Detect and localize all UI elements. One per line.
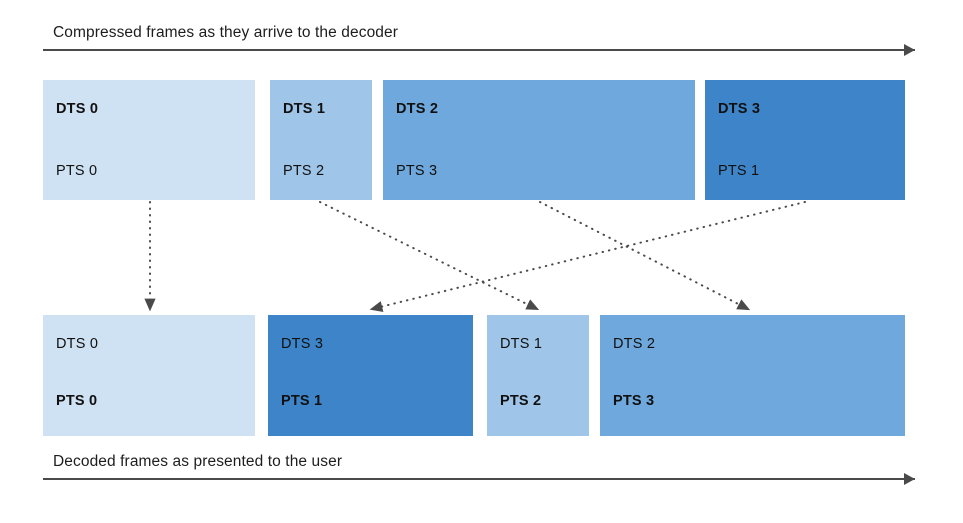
- bottom-caption: Decoded frames as presented to the user: [53, 453, 343, 470]
- bottom-axis-arrow: [43, 473, 915, 485]
- bottom-axis-arrowhead-icon: [904, 473, 915, 485]
- frame-pts-label: PTS 0: [56, 393, 98, 409]
- frame-box: DTS 1 PTS 2: [270, 80, 372, 200]
- frame-dts-label: DTS 2: [613, 336, 656, 352]
- frame-dts-label: DTS 3: [718, 101, 761, 117]
- bottom-axis-line: [43, 478, 915, 480]
- frame-dts-label: DTS 2: [396, 101, 439, 117]
- frame-dts-label: DTS 1: [500, 336, 543, 352]
- frame-pts-label: PTS 2: [500, 393, 542, 409]
- top-axis-arrowhead-icon: [904, 44, 915, 56]
- frame-box: DTS 2 PTS 3: [383, 80, 695, 200]
- top-axis-arrow: [43, 44, 915, 56]
- frame-pts-label: PTS 1: [718, 163, 760, 179]
- frame-pts-label: PTS 3: [396, 163, 438, 179]
- frame-pts-label: PTS 3: [613, 393, 655, 409]
- frame-box: DTS 0 PTS 0: [43, 315, 255, 436]
- connector-arrow: [369, 201, 806, 312]
- frame-box: DTS 1 PTS 2: [487, 315, 589, 436]
- connector-arrow: [319, 201, 540, 311]
- frame-dts-label: DTS 0: [56, 101, 99, 117]
- frame-dts-label: DTS 0: [56, 336, 99, 352]
- frame-box: DTS 3 PTS 1: [268, 315, 473, 436]
- frame-box: DTS 0 PTS 0: [43, 80, 255, 200]
- frame-dts-label: DTS 3: [281, 336, 324, 352]
- frame-pts-label: PTS 2: [283, 163, 325, 179]
- top-axis-line: [43, 49, 915, 51]
- top-caption: Compressed frames as they arrive to the …: [53, 24, 398, 41]
- frame-pts-label: PTS 1: [281, 393, 323, 409]
- frame-dts-label: DTS 1: [283, 101, 326, 117]
- connector-arrow: [539, 201, 751, 311]
- frame-box: DTS 2 PTS 3: [600, 315, 905, 436]
- frame-pts-label: PTS 0: [56, 163, 98, 179]
- frame-box: DTS 3 PTS 1: [705, 80, 905, 200]
